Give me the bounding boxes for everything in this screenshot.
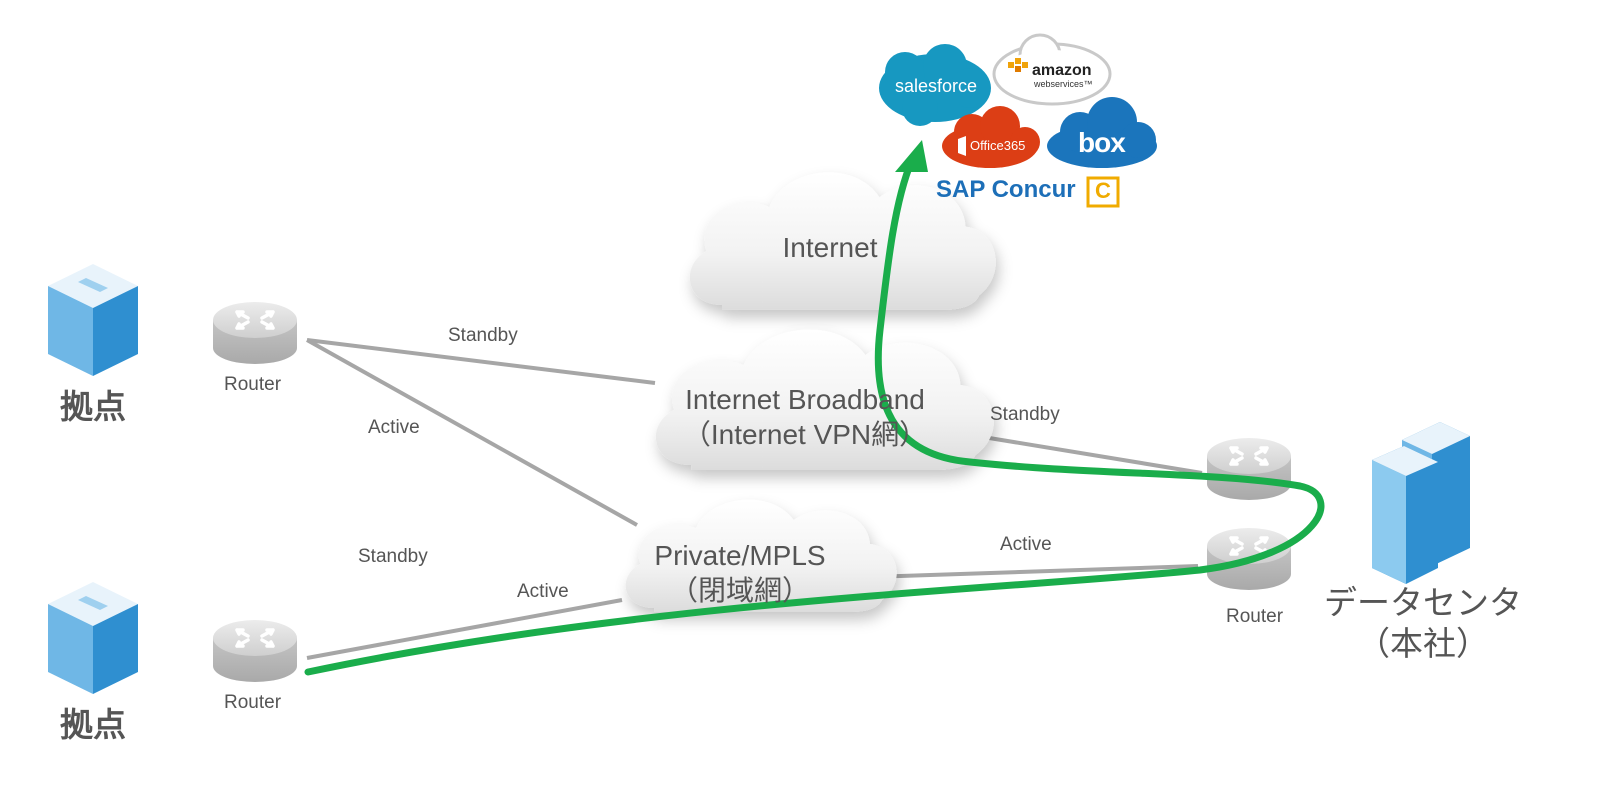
link-label-bottom-active: Active	[517, 581, 569, 602]
traffic-path	[304, 156, 1325, 676]
mpls-cloud-label: Private/MPLS （閉域網）	[630, 538, 850, 608]
box-logo-text: box	[1078, 127, 1126, 158]
site-label-2: 拠点	[60, 706, 126, 743]
link-site1-broadband	[306, 338, 656, 385]
salesforce-logo	[879, 44, 991, 126]
router-site1	[211, 300, 299, 366]
box-logo	[1047, 97, 1157, 168]
concur-mark-icon	[1086, 176, 1120, 208]
link-label-dc-active: Active	[1000, 534, 1052, 555]
router-dc-standby	[1205, 436, 1293, 502]
office365-logo	[942, 106, 1040, 168]
router-label-site1: Router	[224, 374, 282, 395]
amazon-logo-text: amazon	[1032, 62, 1092, 79]
mpls-cloud-line1: Private/MPLS	[654, 540, 826, 571]
datacenter-building-icon	[1372, 422, 1470, 584]
router-label-dc: Router	[1226, 606, 1284, 627]
office365-logo-text: Office365	[970, 138, 1026, 153]
link-mpls-dc	[871, 564, 1199, 579]
link-label-bottom-standby: Standby	[358, 546, 428, 567]
link-lines	[306, 338, 1203, 660]
site-label-1: 拠点	[60, 388, 126, 425]
broadband-cloud-label: Internet Broadband （Internet VPN網）	[660, 382, 950, 452]
concur-mark-text: C	[1095, 178, 1111, 203]
traffic-arrowhead-icon	[895, 140, 928, 172]
broadband-cloud-line2: （Internet VPN網）	[682, 419, 928, 450]
concur-logo-text: SAP Concur	[936, 176, 1076, 203]
link-label-top-standby: Standby	[448, 325, 518, 346]
link-site2-mpls	[306, 598, 623, 660]
link-broadband-dc	[964, 432, 1203, 475]
link-label-dc-standby: Standby	[990, 404, 1060, 425]
link-label-top-active: Active	[368, 417, 420, 438]
link-site1-mpls	[306, 338, 638, 527]
datacenter-label-line2: （本社）	[1357, 625, 1489, 663]
datacenter-label: データセンタ （本社）	[1318, 582, 1528, 665]
amazon-webservices-logo	[992, 33, 1112, 106]
mpls-cloud-line2: （閉域網）	[669, 575, 810, 606]
broadband-cloud-line1: Internet Broadband	[685, 384, 925, 415]
building-site1-icon	[48, 264, 138, 376]
router-site2	[211, 618, 299, 684]
amazon-logo-subtext: webservices™	[1034, 79, 1093, 89]
router-label-site2: Router	[224, 692, 282, 713]
building-site2-icon	[48, 582, 138, 694]
datacenter-label-line1: データセンタ	[1324, 584, 1522, 621]
internet-cloud-label: Internet	[782, 232, 878, 263]
salesforce-logo-text: salesforce	[895, 76, 978, 96]
